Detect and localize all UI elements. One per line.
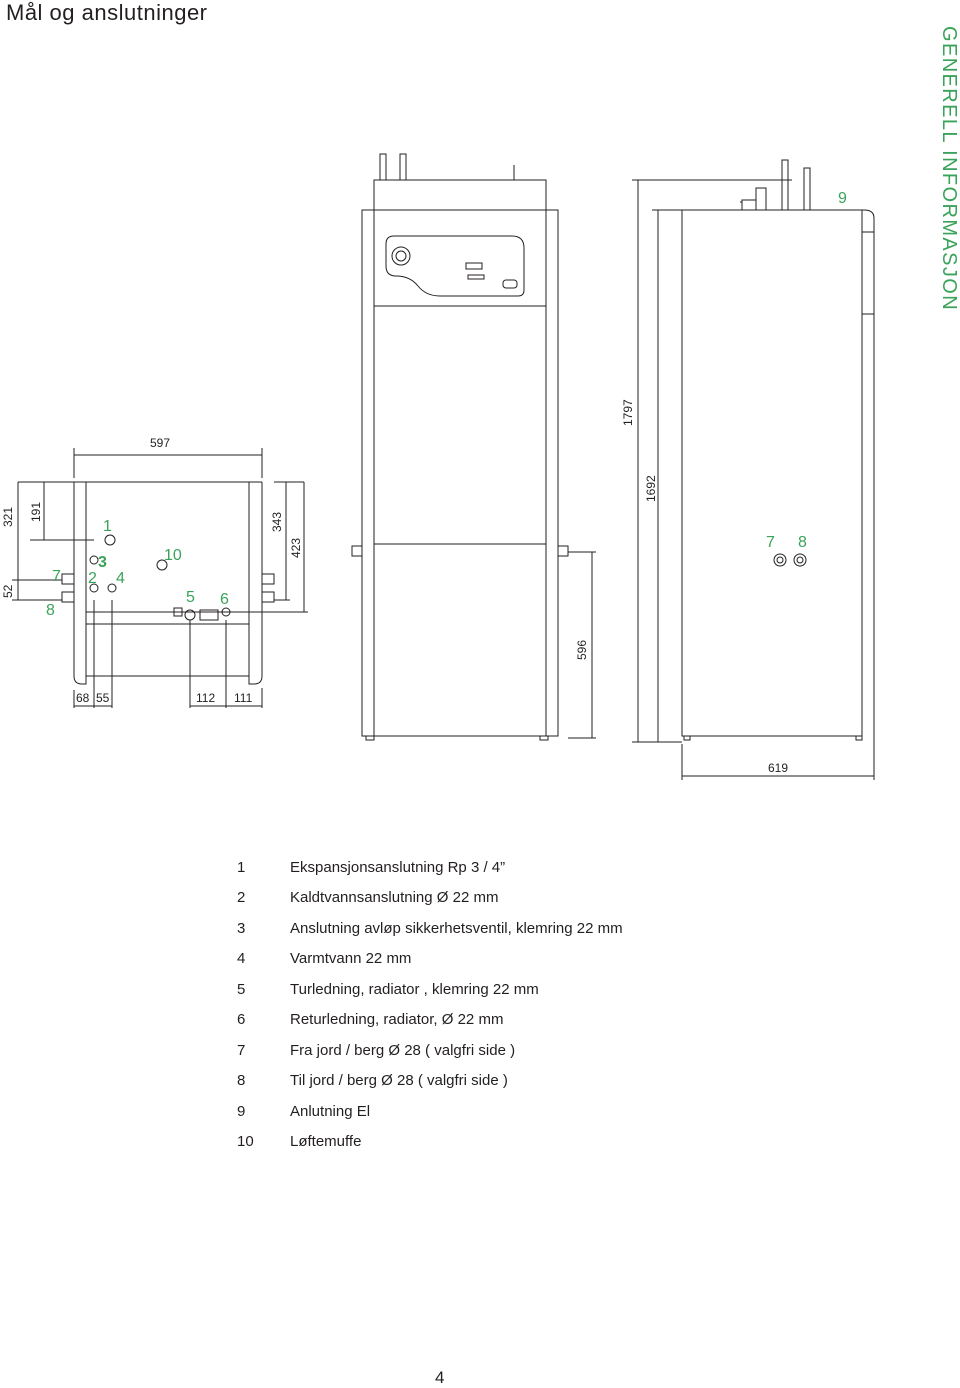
callout-7: 7 (52, 568, 61, 585)
legend-number: 3 (237, 919, 246, 937)
callout-1: 1 (103, 518, 112, 535)
legend-number: 10 (237, 1133, 254, 1151)
legend-text: Kaldtvannsanslutning Ø 22 mm (290, 889, 499, 907)
callout-6: 6 (220, 591, 229, 608)
legend-number: 5 (237, 980, 246, 998)
page-title: Mål og anslutninger (6, 0, 208, 25)
callout-4: 4 (116, 570, 125, 587)
legend-item: 6 Returledning, radiator, Ø 22 mm (232, 1005, 623, 1036)
legend-item: 10 Løftemuffe (232, 1127, 623, 1158)
legend-number: 7 (237, 1041, 246, 1059)
legend-item: 7 Fra jord / berg Ø 28 ( valgfri side ) (232, 1035, 623, 1066)
callout-10: 10 (164, 547, 182, 564)
legend-text: Til jord / berg Ø 28 ( valgfri side ) (290, 1072, 508, 1090)
legend-item: 8 Til jord / berg Ø 28 ( valgfri side ) (232, 1066, 623, 1097)
dim-321: 321 (1, 507, 15, 527)
legend-text: Løftemuffe (290, 1133, 362, 1151)
callout-2: 2 (88, 570, 97, 587)
legend-number: 2 (237, 889, 246, 907)
side-callout-8: 8 (798, 534, 807, 551)
dim-112: 112 (196, 691, 215, 705)
side-callout-9: 9 (838, 190, 847, 207)
dim-52: 52 (1, 584, 15, 598)
dimension-drawing: 597 321 191 52 343 423 68 55 112 111 179… (1, 153, 875, 780)
dim-1797: 1797 (621, 399, 635, 426)
dim-68: 68 (76, 691, 90, 705)
legend-item: 4 Varmtvann 22 mm (232, 944, 623, 975)
legend-list: 1 Ekspansjonsanslutning Rp 3 / 4” 2 Kaldtv… (232, 852, 623, 1157)
legend-number: 4 (237, 950, 246, 968)
legend-text: Anlutning El (290, 1102, 371, 1120)
dim-343: 343 (270, 512, 284, 532)
legend-number: 1 (237, 858, 246, 876)
callout-8: 8 (46, 602, 55, 619)
dim-619: 619 (768, 761, 788, 775)
legend-text: Returledning, radiator, Ø 22 mm (290, 1011, 504, 1029)
legend-number: 8 (237, 1072, 246, 1090)
legend-item: 3 Anslutning avløp sikkerhetsventil, klem… (232, 913, 623, 944)
dim-423: 423 (289, 538, 303, 558)
legend-text: Anslutning avløp sikkerhetsventil, klemr… (290, 919, 623, 937)
page-number: 4 (435, 1368, 445, 1387)
dim-191: 191 (29, 502, 43, 522)
legend-item: 2 Kaldtvannsanslutning Ø 22 mm (232, 883, 623, 914)
callout-3: 3 (98, 554, 107, 571)
dim-597: 597 (150, 436, 170, 450)
legend-number: 9 (237, 1102, 246, 1120)
legend-text: Ekspansjonsanslutning Rp 3 / 4” (290, 858, 506, 876)
dim-596: 596 (575, 640, 589, 660)
legend-text: Varmtvann 22 mm (290, 950, 412, 968)
legend-item: 9 Anlutning El (232, 1096, 623, 1127)
front-view (351, 153, 596, 741)
dim-1692: 1692 (644, 475, 658, 502)
legend-item: 5 Turledning, radiator , klemring 22 mm (232, 974, 623, 1005)
legend-number: 6 (237, 1011, 246, 1029)
legend-text: Fra jord / berg Ø 28 ( valgfri side ) (290, 1041, 516, 1059)
dim-111: 111 (234, 691, 253, 705)
dim-55: 55 (96, 691, 110, 705)
legend-item: 1 Ekspansjonsanslutning Rp 3 / 4” (232, 852, 623, 883)
callout-5: 5 (186, 589, 195, 606)
top-view (12, 448, 308, 708)
legend-text: Turledning, radiator , klemring 22 mm (290, 980, 539, 998)
side-view (632, 159, 875, 780)
side-callout-7: 7 (766, 534, 775, 551)
